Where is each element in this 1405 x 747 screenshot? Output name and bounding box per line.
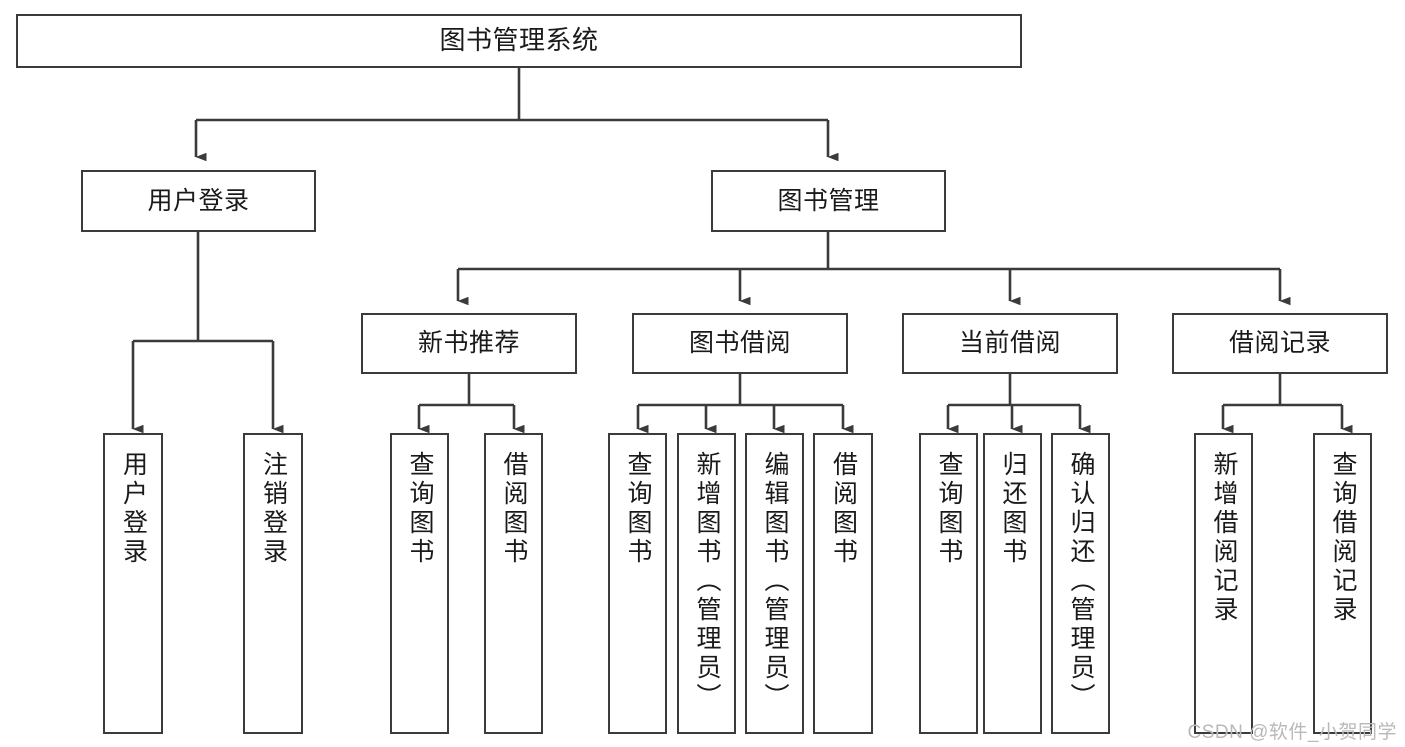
node-label: 新增借阅记录 — [1210, 451, 1238, 625]
leaf-borrow-borrow-book[interactable]: 借阅图书 — [813, 433, 873, 734]
leaf-borrow-query-book[interactable]: 查询图书 — [608, 433, 667, 734]
leaf-newbook-query-book[interactable]: 查询图书 — [390, 433, 449, 734]
node-label: 查询借阅记录 — [1329, 451, 1357, 625]
node-label: 归还图书 — [999, 451, 1027, 567]
node-label: 查询图书 — [935, 451, 963, 567]
node-label: 图书管理系统 — [439, 25, 599, 56]
leaf-current-return-book[interactable]: 归还图书 — [983, 433, 1042, 734]
node-label: 图书借阅 — [688, 329, 791, 358]
node-label: 借阅图书 — [829, 451, 858, 567]
node-label: 确认归还（管理员） — [1067, 451, 1095, 712]
node-label: 查询图书 — [406, 451, 434, 567]
leaf-newbook-borrow-book[interactable]: 借阅图书 — [484, 433, 543, 734]
node-label: 借阅记录 — [1228, 329, 1331, 358]
leaf-current-confirm-return[interactable]: 确认归还（管理员） — [1051, 433, 1110, 734]
leaf-record-query-record[interactable]: 查询借阅记录 — [1313, 433, 1372, 734]
node-label: 查询图书 — [624, 451, 652, 567]
node-label: 新书推荐 — [417, 329, 520, 358]
node-label: 图书管理 — [777, 186, 880, 215]
leaf-record-add-record[interactable]: 新增借阅记录 — [1194, 433, 1253, 734]
node-borrow-record[interactable]: 借阅记录 — [1172, 313, 1388, 374]
watermark: CSDN @软件_小贺同学 — [1187, 722, 1397, 743]
leaf-current-query-book[interactable]: 查询图书 — [919, 433, 978, 734]
leaf-user-login[interactable]: 用户登录 — [103, 433, 163, 734]
node-label: 注销登录 — [259, 451, 288, 567]
node-label: 当前借阅 — [958, 329, 1061, 358]
node-label: 用户登录 — [119, 451, 148, 567]
node-label: 借阅图书 — [500, 451, 528, 567]
node-root-system[interactable]: 图书管理系统 — [16, 14, 1022, 68]
node-book-borrow[interactable]: 图书借阅 — [632, 313, 848, 374]
node-new-book-recommend[interactable]: 新书推荐 — [361, 313, 577, 374]
leaf-user-logout[interactable]: 注销登录 — [243, 433, 303, 734]
leaf-borrow-edit-book[interactable]: 编辑图书（管理员） — [745, 433, 804, 734]
node-current-borrow[interactable]: 当前借阅 — [902, 313, 1118, 374]
leaf-borrow-add-book[interactable]: 新增图书（管理员） — [677, 433, 736, 734]
node-label: 新增图书（管理员） — [693, 451, 721, 712]
node-user-login[interactable]: 用户登录 — [81, 170, 316, 232]
node-label: 用户登录 — [147, 186, 250, 215]
node-label: 编辑图书（管理员） — [761, 451, 789, 712]
node-book-management[interactable]: 图书管理 — [711, 170, 946, 232]
